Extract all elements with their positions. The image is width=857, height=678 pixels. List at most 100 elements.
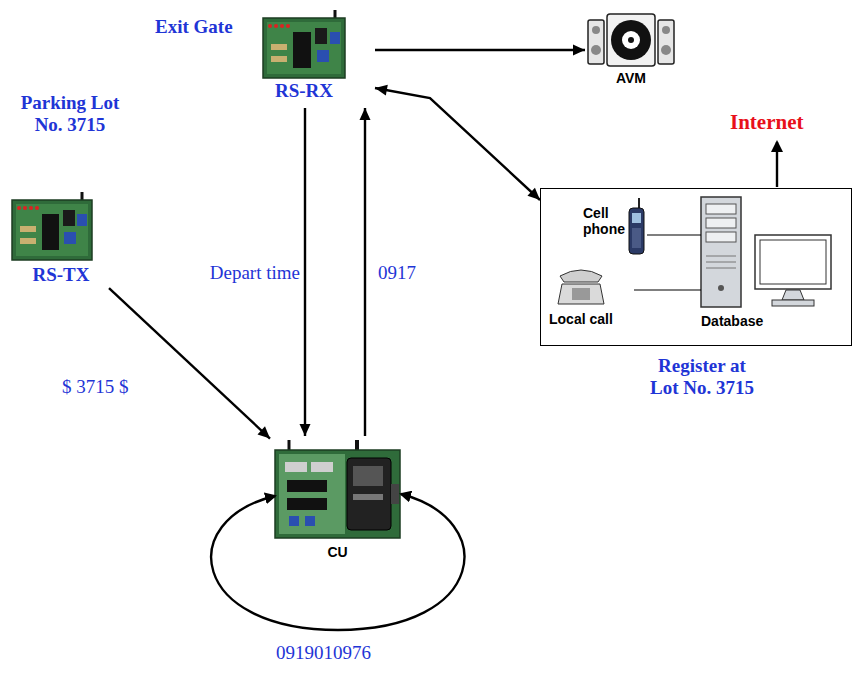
connector	[375, 85, 540, 200]
device-label: AVM	[585, 70, 677, 86]
connector	[109, 288, 270, 438]
cell-phone-icon	[629, 198, 644, 254]
cu-loop-arrow	[211, 494, 464, 630]
cu-board-photo-part	[353, 494, 383, 500]
avm-speaker-icon-part	[628, 37, 634, 43]
rs-tx-board-photo-part	[12, 200, 92, 260]
avm-speaker-icon-part	[588, 20, 604, 64]
rs-tx-board-photo-part	[20, 238, 36, 244]
arrow-head	[573, 45, 585, 56]
desk-phone-icon	[558, 270, 604, 304]
avm-speaker-icon-part	[607, 14, 655, 66]
gate-heading: Exit Gate	[155, 16, 255, 38]
cell-phone-icon-part	[632, 228, 641, 248]
cu-board-photo-part	[305, 516, 315, 526]
avm-speaker-icon	[588, 14, 674, 66]
register-box: Register at Lot No. 3715Cell phoneLocal …	[540, 188, 852, 346]
server-tower-icon-part	[706, 256, 736, 257]
monitor-icon-part	[755, 235, 831, 289]
avm-speaker-icon-part	[591, 45, 601, 55]
arrow-head	[360, 108, 371, 120]
control-unit-node: CU	[270, 436, 408, 570]
cu-board-photo-part	[287, 498, 327, 510]
cu-board-photo-part	[287, 480, 327, 492]
rs-tx-board-photo	[12, 192, 92, 260]
desk-phone-icon-part	[560, 270, 602, 282]
server-tower-icon-part	[706, 262, 736, 263]
cu-board-photo-part	[285, 462, 307, 472]
local-call-node: Local call	[547, 265, 634, 337]
avm-speaker-icon-part	[592, 26, 600, 34]
avm-speaker-icon-part	[661, 45, 671, 55]
connector-line	[647, 234, 701, 235]
connector-line	[375, 49, 585, 51]
cell-phone-icon-part	[632, 213, 641, 223]
cu-board-photo-part	[353, 466, 383, 486]
rs-rx-board-photo	[263, 10, 345, 78]
rs-tx-board-photo-part	[16, 204, 88, 256]
internet-arrow	[776, 142, 778, 187]
board-label: RS-TX	[16, 264, 106, 286]
connector-line	[375, 88, 540, 200]
connector	[375, 45, 585, 56]
rs-rx-board-photo-part	[271, 56, 287, 62]
cu-board-photo-part	[347, 458, 391, 530]
server-tower-icon-part	[706, 218, 736, 228]
avm-speaker-icon-part	[611, 20, 651, 60]
cell-phone-icon-part	[629, 208, 644, 254]
server-tower-icon-part	[706, 268, 736, 269]
rs-tx-board-photo-part	[35, 206, 39, 210]
rs-tx-board-photo-part	[20, 226, 36, 232]
rs-tx-board-photo-part	[42, 214, 59, 250]
server-tower-icon-part	[706, 204, 736, 214]
arrow-head	[300, 424, 311, 436]
avm-speaker-icon-part	[658, 20, 674, 64]
cu-board-photo-part	[279, 454, 345, 534]
rs-rx-board-photo-part	[268, 24, 272, 28]
device-label: Cell phone	[583, 205, 631, 237]
signal-label: $ 3715 $	[60, 376, 164, 398]
connector-line	[109, 288, 270, 438]
server-tower-icon-part	[706, 232, 736, 242]
rs-rx-board-photo-part	[330, 32, 340, 44]
monitor-icon	[755, 235, 831, 306]
cu-board-photo	[275, 440, 400, 538]
desk-phone-icon-part	[558, 284, 604, 304]
speaker-node: AVM	[585, 10, 680, 90]
monitor-icon-part	[782, 290, 804, 300]
server-tower-icon-part	[718, 285, 724, 291]
signal-label: 0917	[376, 262, 440, 284]
box-heading: Register at Lot No. 3715	[646, 355, 758, 399]
database-node: Database	[701, 197, 845, 337]
rs-rx-board-photo-part	[274, 24, 278, 28]
device-label: CU	[270, 544, 405, 560]
monitor-icon-part	[772, 300, 814, 306]
server-tower-icon-part	[701, 197, 741, 307]
rs-rx-board-photo-part	[263, 18, 345, 78]
cu-board-photo-part	[391, 484, 399, 504]
cu-board-photo-part	[311, 462, 333, 472]
connector	[634, 290, 701, 291]
device-label: Local call	[549, 311, 631, 327]
cu-board-photo-part	[275, 450, 400, 538]
transmitter-board-node: RS-TX	[8, 190, 109, 292]
arrow-head	[375, 85, 388, 96]
rs-tx-board-photo-part	[77, 214, 87, 226]
phone-number-label: 0919010976	[276, 642, 406, 664]
location-heading: Parking Lot No. 3715	[14, 92, 126, 136]
monitor-icon-part	[760, 240, 826, 284]
rs-tx-board-photo-part	[63, 210, 75, 226]
connector-line	[364, 108, 366, 436]
cu-board-photo-part	[289, 516, 299, 526]
rs-rx-board-photo-part	[286, 24, 290, 28]
arrow-head	[257, 426, 270, 438]
device-label: Database	[701, 313, 791, 329]
rs-tx-board-photo-part	[29, 206, 33, 210]
receiver-board-node: Exit GateRS-RX	[150, 8, 375, 108]
rs-rx-board-photo-part	[315, 28, 327, 44]
server-tower-icon	[701, 197, 741, 307]
rs-tx-board-photo-part	[17, 206, 21, 210]
